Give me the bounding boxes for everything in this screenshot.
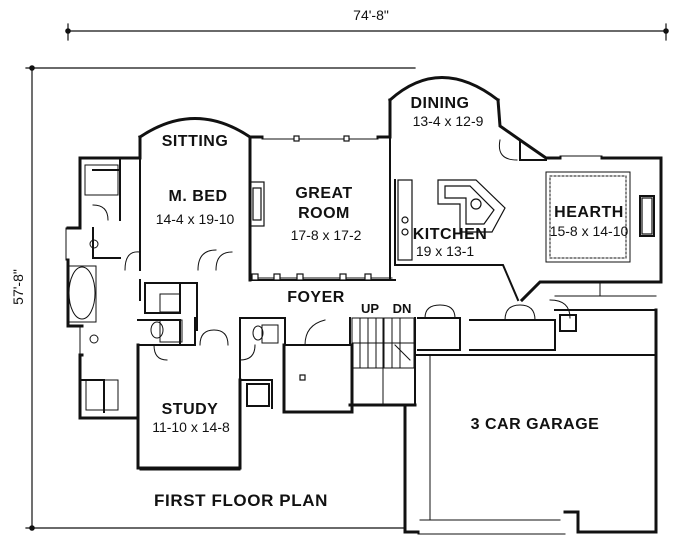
- overall-depth-label: 57'-8": [10, 269, 26, 305]
- stairs: [351, 317, 415, 405]
- room-size-great-room: 17-8 x 17-2: [290, 227, 362, 243]
- fireplace: [249, 181, 653, 235]
- room-name-m-bed: M. BED: [168, 188, 228, 205]
- room-name-sitting: SITTING: [161, 133, 229, 150]
- room-name-hearth: HEARTH: [554, 204, 624, 221]
- garage-details: [419, 281, 657, 521]
- dimension-dot: [663, 28, 669, 34]
- room-size-kitchen: 19 x 13-1: [415, 243, 475, 259]
- dimension-dot: [65, 28, 71, 34]
- room-name-foyer: FOYER: [287, 289, 345, 306]
- depth-dimension-line: [25, 67, 416, 529]
- dimension-dot: [29, 525, 35, 531]
- room-size-hearth: 15-8 x 14-10: [549, 223, 629, 239]
- stairs-down-label: DN: [392, 301, 412, 316]
- room-size-study: 11-10 x 14-8: [152, 419, 230, 435]
- width-dimension-line: [67, 23, 667, 41]
- room-name-dining: DINING: [410, 95, 470, 112]
- columns: [251, 135, 372, 381]
- room-name-kitchen: KITCHEN: [412, 226, 488, 243]
- room-name-study: STUDY: [161, 401, 219, 418]
- room-name-great-room-line1: GREAT: [295, 185, 353, 202]
- bath-fixtures: [67, 164, 279, 411]
- room-size-m-bed: 14-4 x 19-10: [155, 211, 235, 227]
- overall-width-label: 74'-8": [353, 7, 389, 23]
- plan-title: FIRST FLOOR PLAN: [154, 491, 328, 510]
- room-size-dining: 13-4 x 12-9: [412, 113, 484, 129]
- door-swings: [92, 139, 571, 361]
- hearth-area: [545, 171, 631, 263]
- kitchen-island: [397, 179, 506, 261]
- room-name-garage: 3 CAR GARAGE: [470, 416, 600, 433]
- stairs-up-label: UP: [360, 301, 380, 316]
- room-name-great-room-line2: ROOM: [298, 205, 350, 222]
- dimension-dot: [29, 65, 35, 71]
